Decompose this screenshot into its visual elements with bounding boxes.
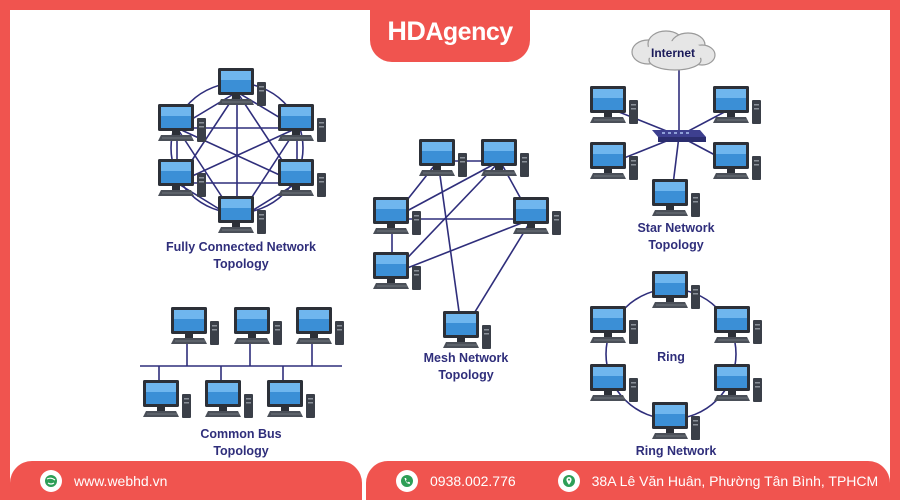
phone-number[interactable]: 0938.002.776 [430,472,516,489]
fully-connected-computer [157,158,207,198]
fully-connected-label-line1: Fully Connected Network [166,240,316,254]
fully-connected-label-line2: Topology [213,257,268,271]
brand-logo: HDAgency [370,0,530,62]
ring-center-label: Ring [657,350,685,364]
ring-computer [713,363,763,403]
star-computer [589,141,639,181]
address-text: 38A Lê Văn Huân, Phường Tân Bình, TPHCM [591,472,879,489]
fully-connected-computer [217,195,267,235]
fully-connected-computer [277,103,327,143]
mesh-computer [372,196,422,236]
mesh-label-line2: Topology [438,368,493,382]
mesh-computer [480,138,530,178]
ring-computer [589,363,639,403]
mesh-computer [372,251,422,291]
star-label-line1: Star Network [637,221,714,235]
fully-connected-computer [217,67,267,107]
fully-connected-computer [157,103,207,143]
footer-contact-bar: 0938.002.776 38A Lê Văn Huân, Phường Tân… [366,461,890,500]
mesh-computer [512,196,562,236]
bus-label-line1: Common Bus [200,427,281,441]
star-computer [651,178,701,218]
bus-computer [233,306,283,346]
star-label-line2: Topology [648,238,703,252]
star-computer [712,141,762,181]
phone-icon [396,469,418,492]
bus-computer [204,379,254,419]
mesh-computer [442,310,492,350]
mesh-link [437,160,463,334]
brand-name: HDAgency [387,15,513,46]
bus-label-line2: Topology [213,444,268,458]
footer-website-bar: www.webhd.vn [10,461,362,500]
mesh-link [391,218,533,275]
star-computer [712,85,762,125]
ring-computer [651,401,701,441]
mesh-link [391,160,501,275]
bus-computer [266,379,316,419]
node-layer [142,67,763,441]
fully-connected-computer [277,158,327,198]
internet-cloud: Internet [631,30,716,71]
mesh-label-line1: Mesh Network [424,351,509,365]
location-pin-icon [557,469,580,492]
ring-computer [713,305,763,345]
star-computer [589,85,639,125]
ring-computer [589,305,639,345]
bus-computer [295,306,345,346]
internet-label: Internet [651,46,695,60]
star-switch [652,130,706,142]
bus-computer [142,379,192,419]
fully-connected-link [176,127,298,184]
bus-computer [170,306,220,346]
website-link[interactable]: www.webhd.vn [74,472,168,489]
mesh-computer [418,138,468,178]
mesh-link [391,160,501,220]
globe-icon [40,469,62,492]
ring-computer [651,270,701,310]
ring-label-line1: Ring Network [636,444,717,458]
